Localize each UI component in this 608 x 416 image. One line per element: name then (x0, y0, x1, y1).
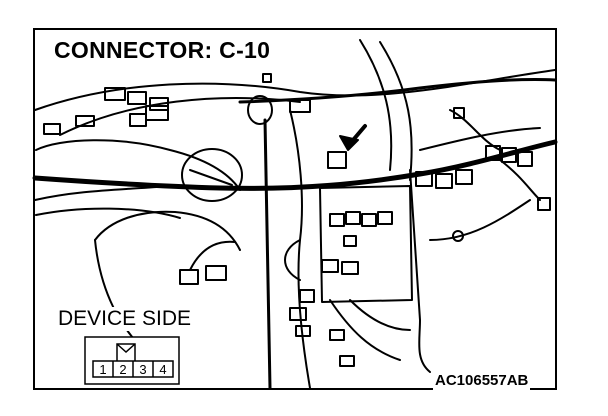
connector-pin-2: 2 (119, 362, 127, 377)
connector-pin-3: 3 (139, 362, 147, 377)
connector-title: CONNECTOR: C-10 (52, 36, 275, 64)
device-side-label: DEVICE SIDE (56, 307, 194, 331)
connector-pin-4: 4 (159, 362, 167, 377)
figure-code: AC106557AB (433, 372, 531, 390)
connector-pin-1: 1 (99, 362, 107, 377)
